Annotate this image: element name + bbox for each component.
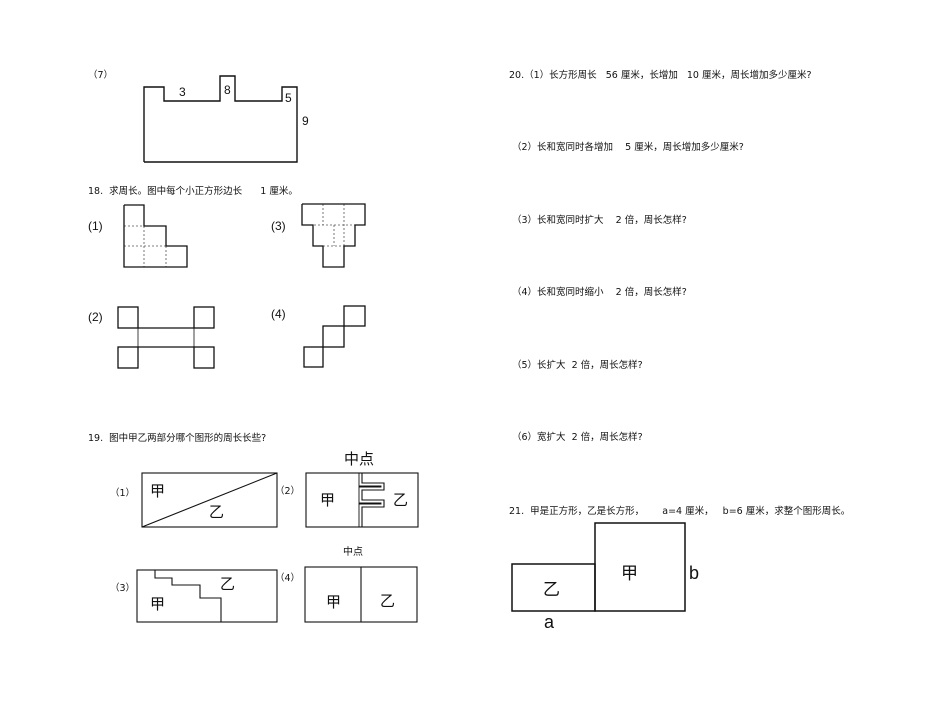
q18-figure-1 xyxy=(123,204,188,268)
q20-part-4: （4）长和宽同时缩小 2 倍，周长怎样? xyxy=(512,287,687,298)
q19-fig4-jia: 甲 xyxy=(326,593,342,611)
q18-label-3: (3) xyxy=(271,219,286,233)
q19-fig2-jia: 甲 xyxy=(320,491,336,509)
q19-question: 19. 图中甲乙两部分哪个图形的周长长些? xyxy=(88,433,267,444)
q20-part-5: （5）长扩大 2 倍，周长怎样? xyxy=(512,360,643,371)
q18-question: 18. 求周长。图中每个小正方形边长 1 厘米。 xyxy=(88,186,298,197)
q18-figure-2 xyxy=(117,306,215,369)
q19-label-1: （1） xyxy=(110,488,136,499)
q19-fig2-yi: 乙 xyxy=(393,491,409,509)
q20-part-2: （2）长和宽同时各增加 5 厘米，周长增加多少厘米? xyxy=(512,142,744,153)
q19-label-4: （4） xyxy=(275,573,301,584)
q19-fig1-jia: 甲 xyxy=(150,482,166,500)
q19-fig3-jia: 甲 xyxy=(150,595,166,613)
q21-label-b: b xyxy=(689,563,700,583)
q20-part-3: （3）长和宽同时扩大 2 倍，周长怎样? xyxy=(512,215,687,226)
q7-dim-9: 9 xyxy=(302,114,309,128)
q21-question: 21. 甲是正方形，乙是长方形， a=4 厘米， b=6 厘米，求整个图形周长。 xyxy=(509,506,851,517)
q20-part-1: 20.（1）长方形周长 56 厘米，长增加 10 厘米，周长增加多少厘米? xyxy=(509,70,812,81)
q19-fig1-yi: 乙 xyxy=(209,503,225,521)
q19-fig3-yi: 乙 xyxy=(220,575,236,593)
q20-part-6: （6）宽扩大 2 倍，周长怎样? xyxy=(512,432,643,443)
q19-figure-4 xyxy=(304,566,418,623)
q7-dim-3: 3 xyxy=(179,85,186,99)
q21-label-a: a xyxy=(544,612,555,632)
q21-jia: 甲 xyxy=(621,564,638,584)
q7-label: （7） xyxy=(88,70,114,81)
q18-figure-3 xyxy=(301,203,366,268)
q19-midpoint-small: 中点 xyxy=(343,547,363,558)
q18-label-1: (1) xyxy=(88,219,103,233)
q7-dim-5: 5 xyxy=(285,91,292,105)
q18-figure-4 xyxy=(303,305,366,368)
q19-label-2: （2） xyxy=(275,486,301,497)
q18-label-2: (2) xyxy=(88,310,103,324)
q18-label-4: (4) xyxy=(271,307,286,321)
q7-dim-8: 8 xyxy=(224,83,231,97)
q21-yi: 乙 xyxy=(543,580,560,600)
q19-midpoint-large: 中点 xyxy=(344,450,375,468)
q19-fig4-yi: 乙 xyxy=(380,592,396,610)
q19-label-3: （3） xyxy=(110,583,136,594)
